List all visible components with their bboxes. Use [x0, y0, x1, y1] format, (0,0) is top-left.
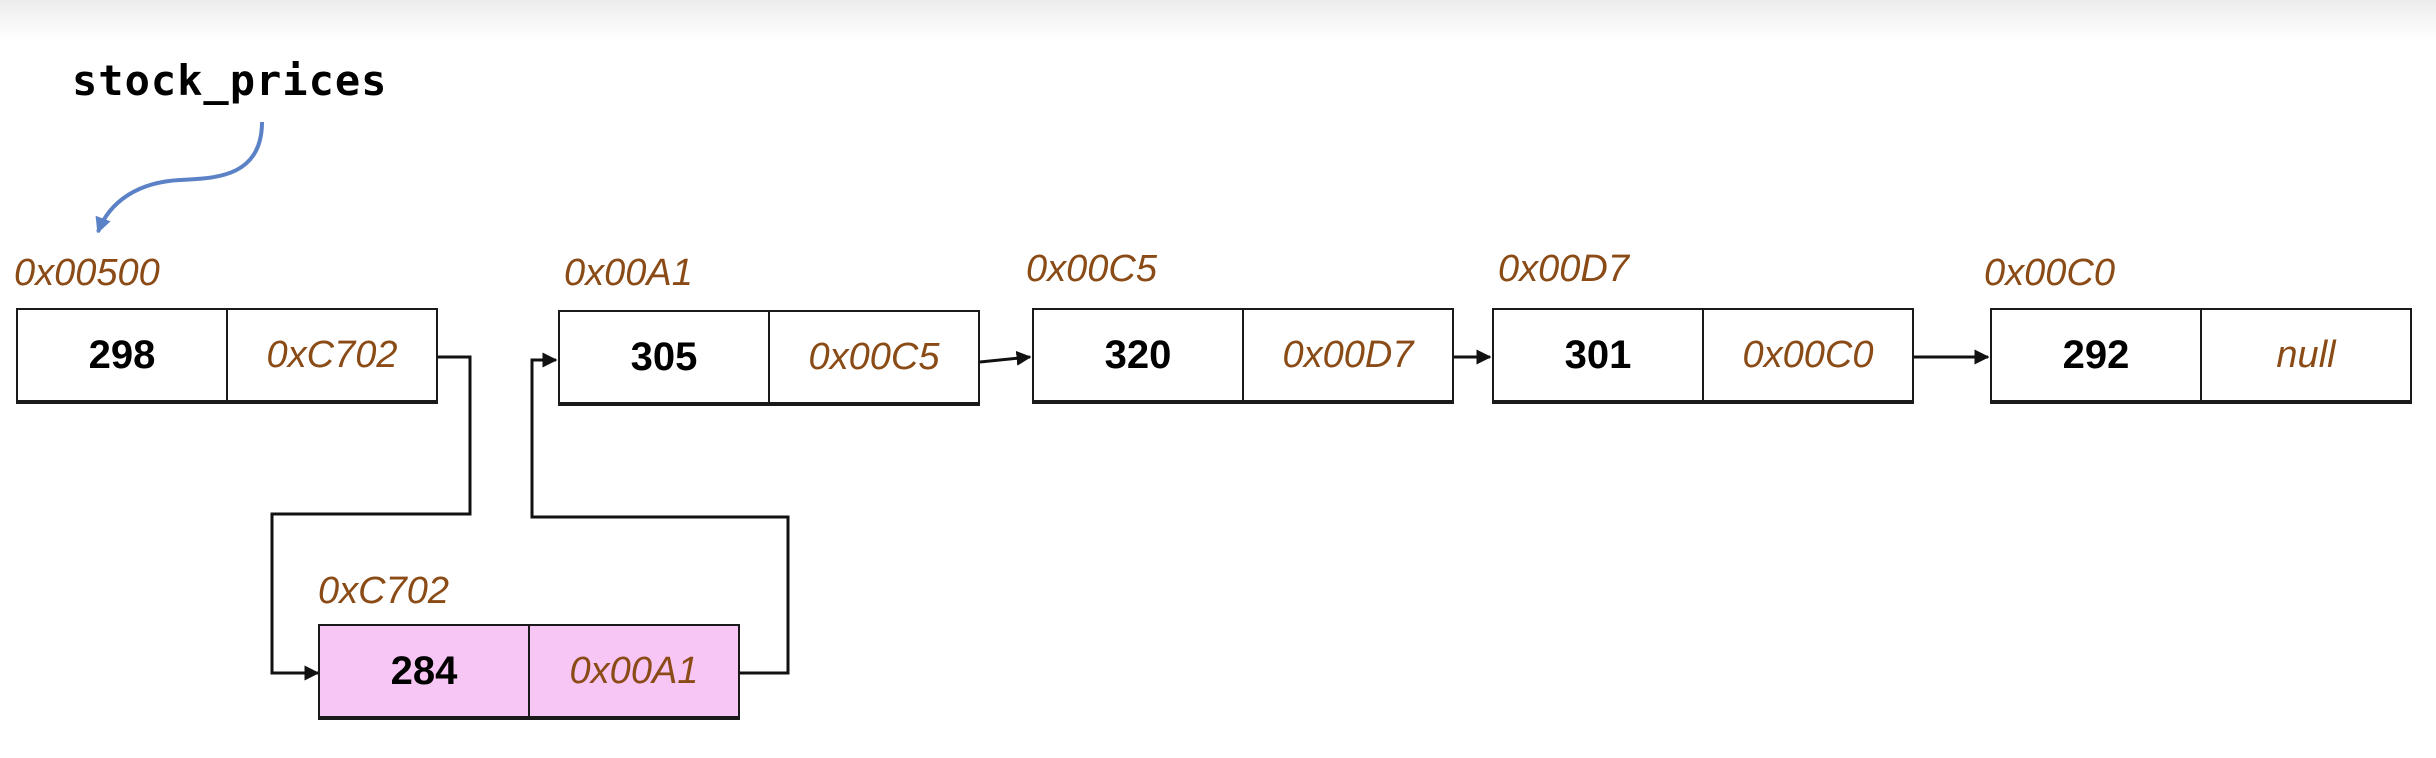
node-address: 0x00500	[14, 252, 160, 294]
node-address: 0x00A1	[564, 252, 693, 294]
node-next-pointer: 0x00A1	[569, 649, 699, 692]
node-address: 0xC702	[318, 570, 449, 612]
node-address: 0x00D7	[1498, 248, 1629, 290]
link-298-to-284	[270, 355, 472, 681]
list-node: 301 0x00C0	[1492, 308, 1914, 404]
node-next-pointer: 0x00D7	[1282, 333, 1414, 376]
node-value: 320	[1034, 310, 1244, 400]
node-address: 0x00C0	[1984, 252, 2115, 294]
node-value: 301	[1494, 310, 1704, 400]
list-node: 320 0x00D7	[1032, 308, 1454, 404]
node-next-pointer: 0xC702	[266, 333, 398, 376]
link-305-to-320	[979, 350, 1032, 366]
node-value: 292	[1992, 310, 2202, 400]
list-node: 298 0xC702	[16, 308, 438, 404]
node-value: 298	[18, 310, 228, 400]
node-value: 284	[320, 626, 530, 716]
node-next-pointer: null	[2276, 333, 2336, 376]
link-284-to-305	[530, 352, 790, 675]
node-address: 0x00C5	[1026, 248, 1157, 290]
node-value: 305	[560, 312, 770, 402]
head-pointer-arrow	[95, 121, 264, 234]
inserted-list-node: 284 0x00A1	[318, 624, 740, 720]
node-next-pointer: 0x00C0	[1742, 333, 1874, 376]
list-node: 292 null	[1990, 308, 2412, 404]
list-variable-name: stock_prices	[72, 56, 388, 105]
list-node: 305 0x00C5	[558, 310, 980, 406]
node-next-pointer: 0x00C5	[808, 335, 940, 378]
